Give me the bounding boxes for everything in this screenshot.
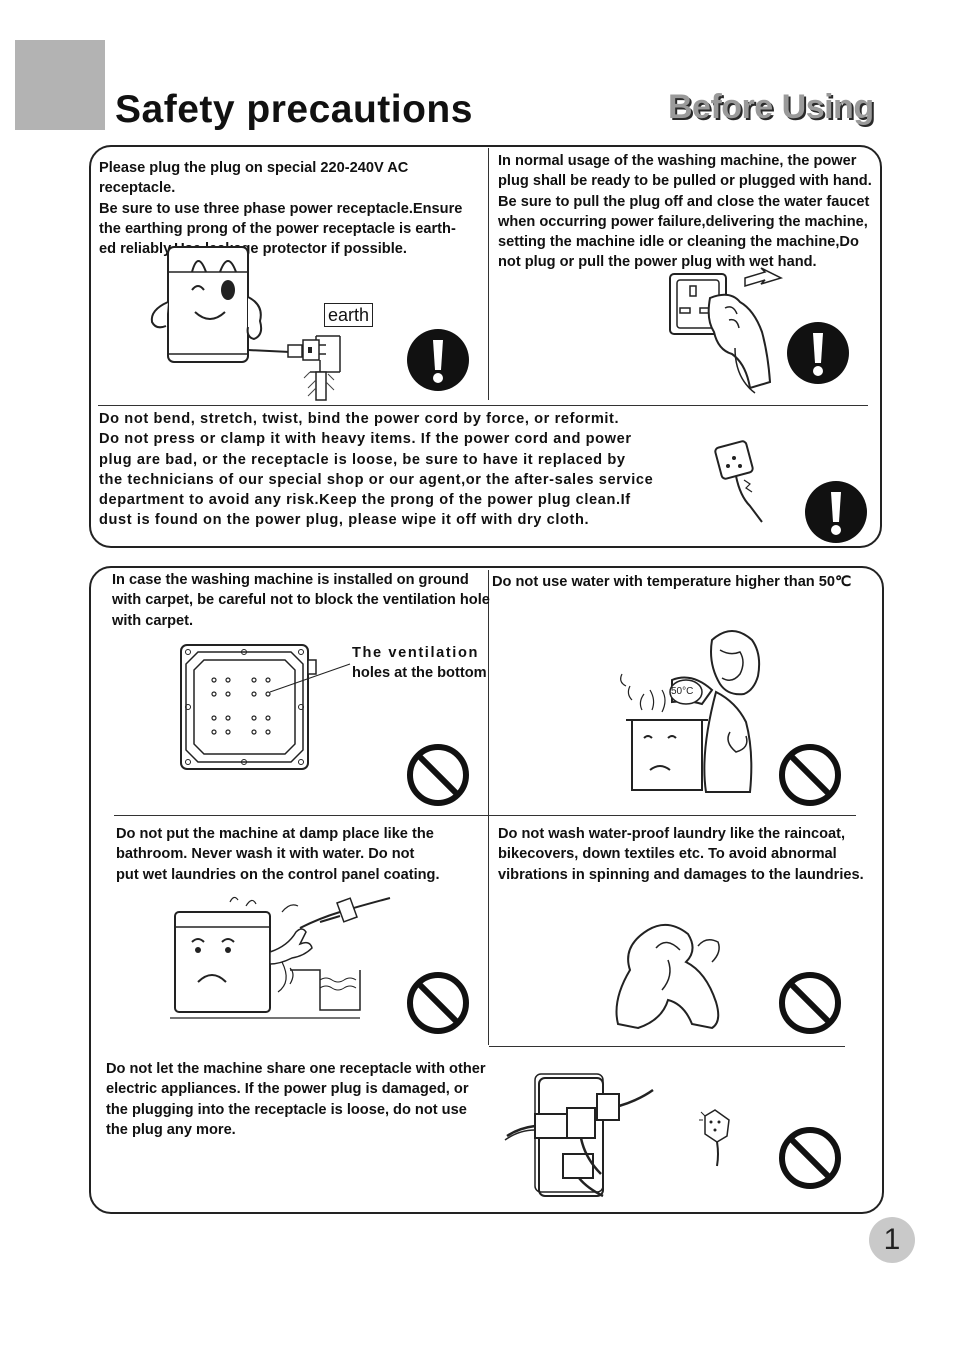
panel-installation-safety <box>89 566 884 1214</box>
no-entry-circle-icon <box>407 744 469 806</box>
damaged-plug-illustration <box>714 440 763 523</box>
broken-plug-illustration <box>699 1109 730 1167</box>
hand-pulling-plug-illustration <box>669 267 784 394</box>
ventilation-holes-label: The ventilation holes at the bottom <box>352 645 487 682</box>
section-label: Before Using <box>668 88 874 126</box>
panel1-vertical-divider <box>488 148 489 400</box>
no-entry-circle-icon <box>779 1127 841 1189</box>
wet-hand-text: In normal usage of the washing machine, … <box>498 153 872 271</box>
share-receptacle-text: Do not let the machine share one recepta… <box>106 1061 486 1138</box>
machine-sprayed-with-water-illustration <box>170 896 391 1019</box>
no-entry-circle-icon <box>407 972 469 1034</box>
water-temperature-text: Do not use water with temperature higher… <box>492 574 852 590</box>
exclamation-circle-icon <box>407 329 469 391</box>
panel2-vertical-divider <box>488 570 489 1045</box>
woman-pouring-hot-water-illustration <box>620 630 761 793</box>
carpet-ventilation-text: In case the washing machine is installed… <box>112 572 490 629</box>
exclamation-circle-icon <box>805 481 867 543</box>
panel2-horizontal-divider-1 <box>114 815 856 816</box>
earth-label: earth <box>324 303 374 327</box>
overloaded-receptacle-illustration <box>504 1073 654 1198</box>
no-entry-circle-icon <box>779 744 841 806</box>
waterproof-laundry-text: Do not wash water-proof laundry like the… <box>498 826 864 883</box>
no-entry-circle-icon <box>779 972 841 1034</box>
plug-receptacle-text: Please plug the plug on special 220-240V… <box>99 160 463 258</box>
header-gray-block <box>15 40 105 130</box>
washing-machine-earth-illustration <box>150 246 341 401</box>
panel1-horizontal-divider <box>98 405 868 406</box>
raincoat-illustration <box>615 923 720 1030</box>
exclamation-circle-icon <box>787 322 849 384</box>
machine-bottom-vent-illustration <box>180 644 351 770</box>
page-number: 1 <box>869 1217 915 1263</box>
panel2-horizontal-divider-2 <box>489 1046 845 1047</box>
power-cord-text: Do not bend, stretch, twist, bind the po… <box>99 411 654 529</box>
panel-power-safety <box>89 145 882 548</box>
page-title: Safety precautions <box>115 88 473 131</box>
temperature-badge: 50°C <box>671 686 694 697</box>
damp-place-text: Do not put the machine at damp place lik… <box>116 826 440 883</box>
